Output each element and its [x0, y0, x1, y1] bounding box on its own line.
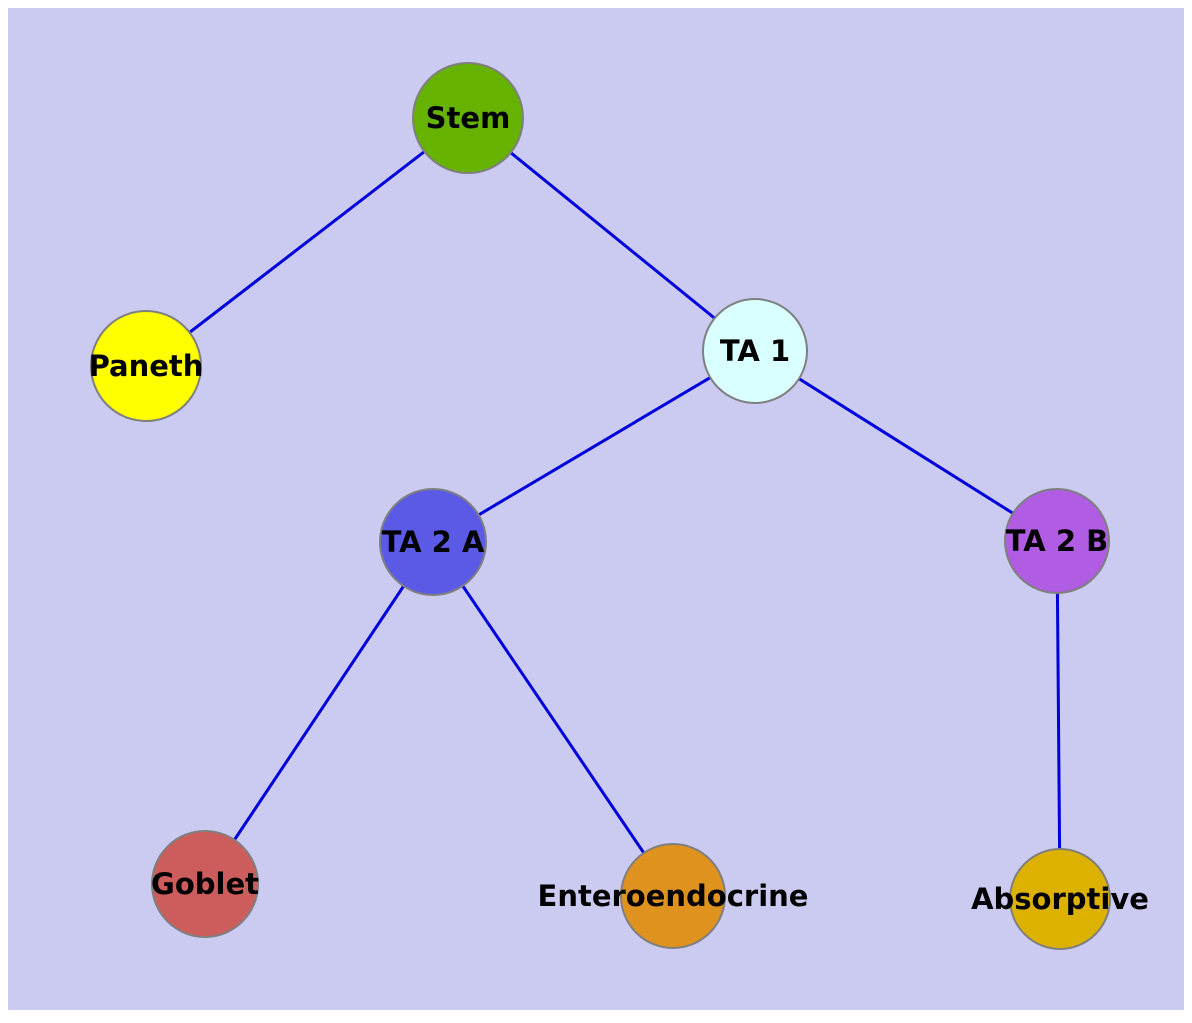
node-label-ta1: TA 1	[720, 334, 790, 368]
edge-ta2b-absorptive	[1055, 540, 1062, 900]
edge-ta1-ta2b	[754, 349, 1058, 543]
node-absorptive	[1009, 848, 1111, 950]
node-layer	[90, 62, 1111, 950]
node-ta2a	[379, 488, 487, 596]
node-label-ta2a: TA 2 A	[382, 525, 485, 559]
node-paneth	[90, 310, 202, 422]
edge-stem-ta1	[467, 116, 756, 353]
edge-layer	[145, 116, 1062, 900]
edge-ta2a-goblet	[203, 541, 435, 885]
node-ta2b	[1004, 488, 1110, 594]
node-ta1	[702, 298, 808, 404]
node-label-absorptive: Absorptive	[971, 882, 1149, 916]
node-enteroendocrine	[620, 843, 726, 949]
edge-stem-paneth	[145, 116, 469, 368]
node-stem	[412, 62, 524, 174]
edge-ta2a-enteroendocrine	[431, 541, 675, 897]
node-label-stem: Stem	[426, 101, 511, 135]
node-label-goblet: Goblet	[151, 867, 259, 901]
node-label-ta2b: TA 2 B	[1006, 524, 1108, 558]
node-label-enteroendocrine: Enteroendocrine	[538, 879, 809, 913]
edge-ta1-ta2a	[432, 349, 756, 544]
node-goblet	[151, 830, 259, 938]
node-label-paneth: Paneth	[89, 349, 204, 383]
